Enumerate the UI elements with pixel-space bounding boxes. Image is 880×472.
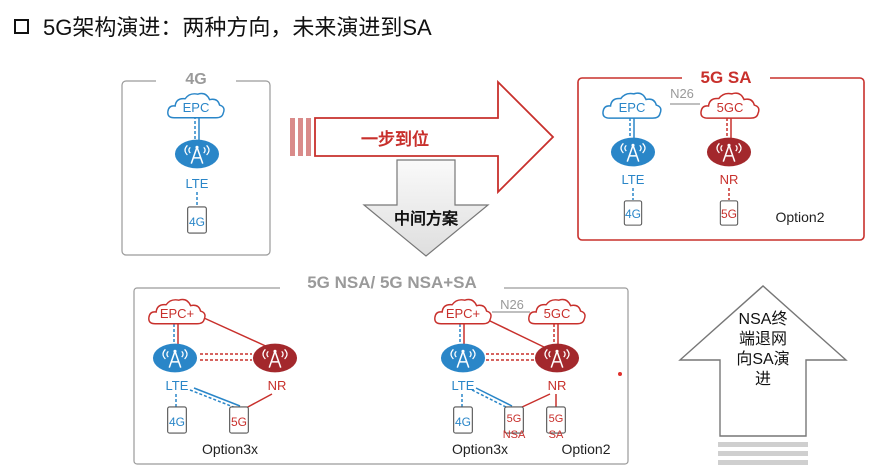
sa-nr-label: NR xyxy=(720,172,739,187)
lte-tower-icon xyxy=(174,138,220,170)
lte-label: LTE xyxy=(186,176,209,191)
arrow-up-line-2: 端退网 xyxy=(739,330,787,348)
nsa-left-ue-5g-label: 5G xyxy=(231,415,247,429)
nsa-right-lte-label: LTE xyxy=(452,378,475,393)
slide-title: 5G架构演进：两种方向，未来演进到SA xyxy=(14,10,432,42)
bullet-square-icon xyxy=(14,18,29,34)
sa-ue-5g-label: 5G xyxy=(721,207,737,221)
sa-lte-label: LTE xyxy=(622,172,645,187)
ue-4g-label: 4G xyxy=(189,215,205,229)
nsa-right-option-b-label: Option2 xyxy=(561,441,610,457)
sa-5gc-label: 5GC xyxy=(717,100,744,115)
sa-ue-4g-label: 4G xyxy=(625,207,641,221)
nsa-right-lte-tower-icon xyxy=(440,342,486,374)
nsa-right-ue-nsa-label: 5G xyxy=(507,413,522,425)
arrow-up: NSA终 端退网 向SA演 进 xyxy=(678,285,848,465)
nsa-right-nr-label: NR xyxy=(548,378,567,393)
nsa-left-ue-4g-label: 4G xyxy=(169,415,185,429)
sa-nr-tower-icon xyxy=(706,136,752,168)
nsa-right-nr-tower-icon xyxy=(534,342,580,374)
nsa-right-5gc-label: 5GC xyxy=(544,306,571,321)
nsa-left-epc-label: EPC+ xyxy=(160,306,194,321)
nsa-left-nr-tower-icon xyxy=(252,342,298,374)
nsa-left-option-label: Option3x xyxy=(202,441,258,457)
arrow-up-line-3: 向SA演 xyxy=(736,350,789,368)
nsa-right-ue-sa-tag: SA xyxy=(549,429,564,441)
sa-epc-label: EPC xyxy=(619,100,646,115)
nsa-left-lte-tower-icon xyxy=(152,342,198,374)
panel-nsa-label: 5G NSA/ 5G NSA+SA xyxy=(307,273,477,292)
arrow-middle-label: 中间方案 xyxy=(394,209,459,228)
arrow-middle: 中间方案 xyxy=(362,159,490,257)
nsa-right-ue-sa-label: 5G xyxy=(549,413,564,425)
sa-lte-tower-icon xyxy=(610,136,656,168)
arrow-up-line-1: NSA终 xyxy=(739,310,788,328)
panel-4g-label: 4G xyxy=(185,71,206,88)
nsa-right-ue-4g-label: 4G xyxy=(455,415,471,429)
nsa-left-nr-label: NR xyxy=(268,378,287,393)
arrow-direct-label: 一步到位 xyxy=(361,129,429,149)
epc-label: EPC xyxy=(183,100,210,115)
marker-dot xyxy=(618,372,622,376)
panel-sa: 5G SA N26 EPC 5GC LTE NR 4G 5G Option2 xyxy=(577,66,865,241)
nsa-right-epc-label: EPC+ xyxy=(446,306,480,321)
arrow-up-line-4: 进 xyxy=(755,370,771,388)
panel-4g: 4G EPC LTE 4G xyxy=(121,68,271,256)
nsa-right-option-a-label: Option3x xyxy=(452,441,508,457)
panel-sa-label: 5G SA xyxy=(700,68,751,87)
arrow-direct: 一步到位 xyxy=(290,79,555,195)
nsa-n26-label: N26 xyxy=(500,297,524,312)
sa-n26-label: N26 xyxy=(670,86,694,101)
panel-nsa: 5G NSA/ 5G NSA+SA EPC+ LTE NR 4G 5G Opti… xyxy=(133,270,629,465)
nsa-left-lte-label: LTE xyxy=(166,378,189,393)
sa-option-label: Option2 xyxy=(775,209,824,225)
slide-title-text: 5G架构演进：两种方向，未来演进到SA xyxy=(43,15,432,40)
nsa-right-ue-nsa-tag: NSA xyxy=(503,429,526,441)
